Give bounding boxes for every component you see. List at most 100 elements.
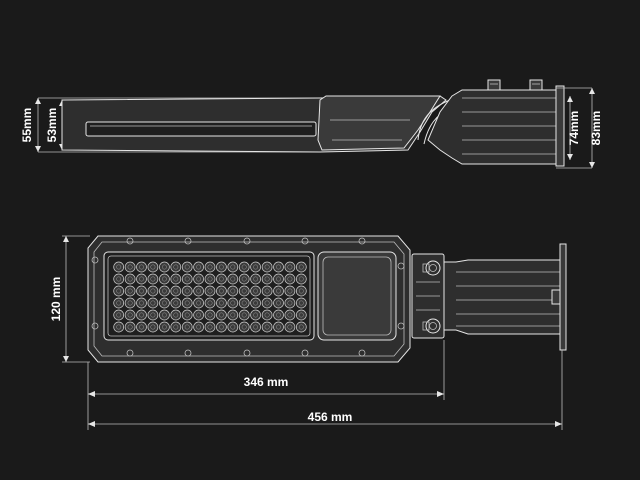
housing-screws	[91, 237, 405, 357]
led-lens-center	[230, 324, 236, 330]
led-lens-center	[196, 288, 202, 294]
led-lens-center	[207, 276, 213, 282]
led-lens	[238, 309, 250, 321]
led-lens-center	[241, 264, 247, 270]
led-lens-center	[196, 324, 202, 330]
led-lens	[147, 309, 159, 321]
side-end-plate	[555, 85, 565, 167]
led-lens-center	[116, 312, 122, 318]
led-lens	[261, 309, 273, 321]
led-lens-center	[287, 300, 293, 306]
led-lens-center	[287, 276, 293, 282]
led-lens	[124, 309, 136, 321]
screw	[397, 262, 405, 270]
led-lens	[216, 273, 227, 285]
side-view: 55mm 53mm	[20, 79, 603, 169]
led-lens-center	[184, 276, 190, 282]
led-lens	[159, 297, 170, 309]
led-lens	[216, 297, 227, 309]
led-lens	[170, 297, 182, 309]
top-end-plate	[559, 243, 567, 351]
screw	[397, 322, 405, 330]
led-lens-center	[264, 312, 270, 318]
led-lens	[136, 261, 147, 273]
led-lens	[273, 309, 284, 321]
led-lens-center	[196, 276, 202, 282]
led-lens-center	[184, 312, 190, 318]
led-lens	[284, 321, 296, 333]
led-lens	[147, 285, 159, 297]
screw	[91, 256, 99, 264]
led-lens-center	[230, 312, 236, 318]
led-lens	[124, 285, 136, 297]
led-lens-center	[139, 312, 144, 318]
led-lens-center	[139, 324, 144, 330]
led-lens	[124, 273, 136, 285]
led-lens	[216, 321, 227, 333]
led-lens	[273, 285, 284, 297]
top-view: 120 mm	[49, 235, 567, 430]
led-lens-center	[298, 300, 304, 306]
led-lens	[284, 297, 296, 309]
led-grid	[113, 261, 307, 333]
led-lens-center	[116, 276, 122, 282]
led-lens	[193, 309, 204, 321]
led-lens	[204, 321, 216, 333]
led-lens	[295, 273, 307, 285]
led-lens-center	[196, 264, 202, 270]
led-lens-center	[241, 276, 247, 282]
led-lens-center	[241, 312, 247, 318]
led-lens-center	[287, 288, 293, 294]
led-lens-center	[116, 324, 122, 330]
side-lens-strip	[85, 121, 317, 137]
led-lens	[136, 321, 147, 333]
led-lens-center	[264, 264, 270, 270]
led-lens-center	[253, 276, 259, 282]
dimension-label-74mm: 74mm	[567, 111, 581, 146]
led-lens-center	[173, 324, 179, 330]
led-lens-center	[264, 300, 270, 306]
screw	[301, 349, 309, 357]
led-lens-center	[161, 288, 167, 294]
screw	[243, 237, 251, 245]
side-view-right-dimension	[556, 87, 595, 169]
led-lens-center	[276, 300, 281, 306]
screw	[358, 237, 366, 245]
led-lens-center	[139, 300, 144, 306]
led-lens-center	[298, 324, 304, 330]
side-bolt-left	[487, 79, 501, 91]
screw	[126, 237, 134, 245]
led-lens-center	[127, 312, 133, 318]
led-lens-center	[276, 264, 281, 270]
led-lens-center	[298, 264, 304, 270]
side-driver-box	[317, 95, 441, 151]
driver-cover	[317, 251, 397, 341]
led-lens	[159, 309, 170, 321]
led-lens	[261, 285, 273, 297]
led-lens	[284, 309, 296, 321]
led-lens-center	[161, 300, 167, 306]
led-lens-center	[207, 300, 213, 306]
led-lens	[227, 321, 239, 333]
led-lens	[238, 297, 250, 309]
led-lens-center	[253, 324, 259, 330]
led-lens-center	[161, 276, 167, 282]
led-lens	[204, 273, 216, 285]
led-lens-center	[116, 264, 122, 270]
led-lens	[204, 261, 216, 273]
led-lens	[170, 285, 182, 297]
led-lens-center	[287, 312, 293, 318]
led-lens-center	[253, 288, 259, 294]
led-lens	[113, 285, 125, 297]
led-lens-center	[298, 288, 304, 294]
led-lens-center	[173, 264, 179, 270]
top-mounting-arm	[443, 259, 561, 335]
led-lens	[147, 273, 159, 285]
led-lens	[170, 261, 182, 273]
led-lens-center	[161, 312, 167, 318]
led-lens-center	[276, 288, 281, 294]
led-lens-center	[230, 300, 236, 306]
led-lens-center	[150, 264, 156, 270]
led-lens	[250, 321, 261, 333]
screw	[301, 237, 309, 245]
